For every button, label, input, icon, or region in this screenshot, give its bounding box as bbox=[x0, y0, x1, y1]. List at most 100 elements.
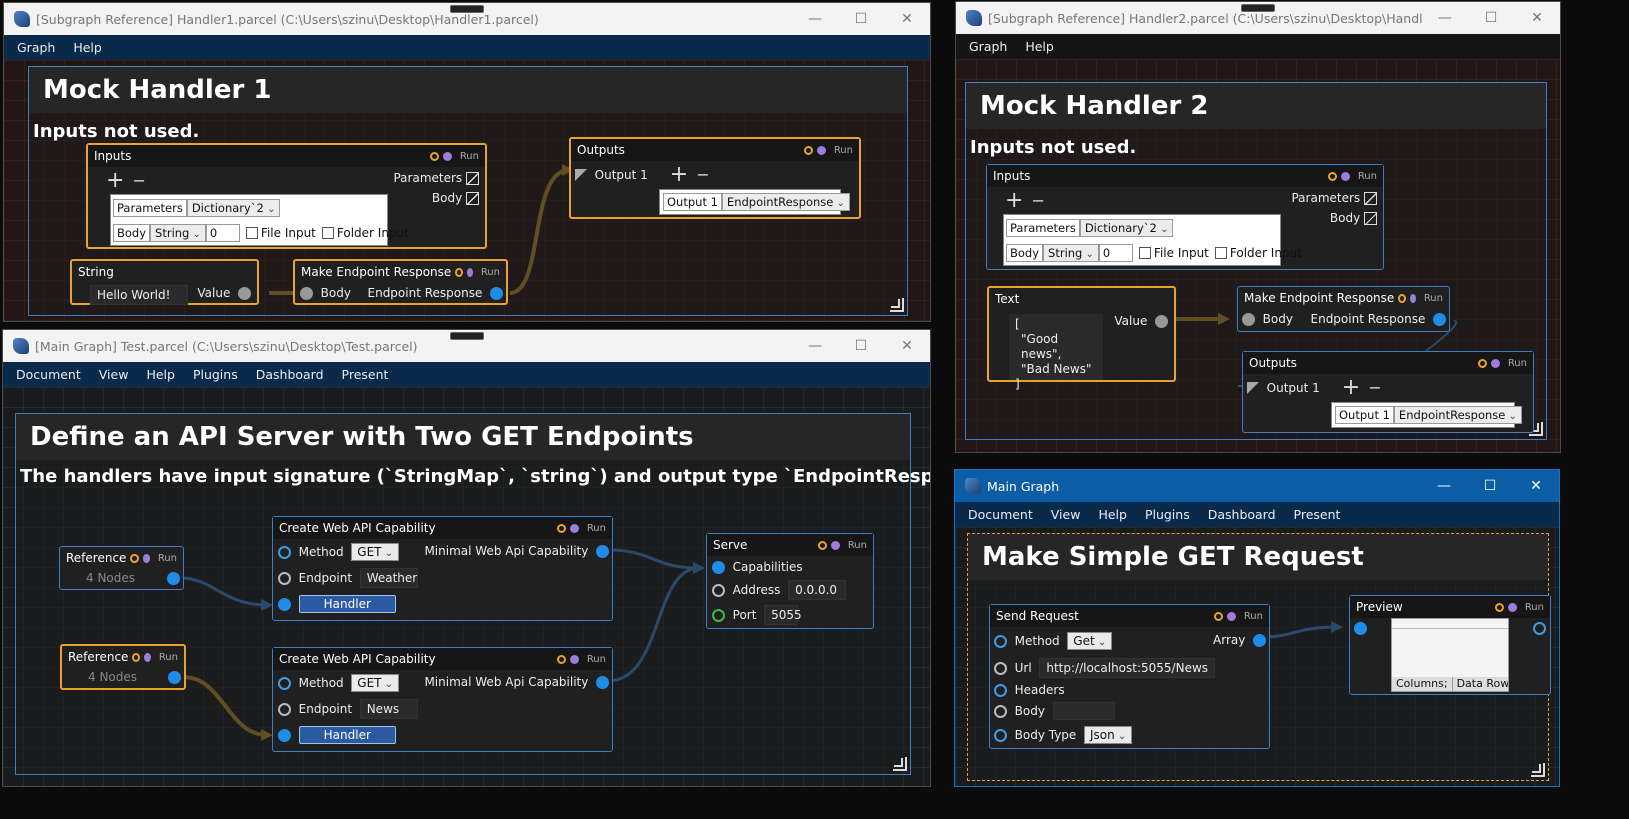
menu-dashboard[interactable]: Dashboard bbox=[255, 367, 324, 382]
type-select[interactable]: Dictionary`2 bbox=[186, 199, 281, 217]
string-value-input[interactable]: Hello World! bbox=[90, 285, 188, 305]
menu-help[interactable]: Help bbox=[1098, 507, 1127, 522]
output-pin[interactable] bbox=[1533, 622, 1546, 635]
add-icon[interactable]: + bbox=[1341, 374, 1361, 400]
run-button[interactable]: Run bbox=[1423, 292, 1443, 304]
resize-grip-icon[interactable] bbox=[1531, 763, 1545, 777]
menu-document[interactable]: Document bbox=[968, 507, 1033, 522]
menu-help[interactable]: Help bbox=[73, 40, 102, 55]
drag-grip[interactable] bbox=[450, 5, 484, 13]
type-select[interactable]: Dictionary`2 bbox=[1079, 219, 1174, 237]
input-pin[interactable] bbox=[278, 597, 291, 611]
run-button[interactable]: Run bbox=[586, 653, 606, 665]
text-value-input[interactable]: [ "Good news", "Bad News" ] bbox=[1009, 314, 1103, 391]
run-button[interactable]: Run bbox=[847, 539, 867, 551]
output-pin[interactable] bbox=[490, 286, 503, 300]
add-icon[interactable]: + bbox=[669, 161, 689, 187]
run-button[interactable]: Run bbox=[833, 144, 853, 156]
folder-input-checkbox[interactable] bbox=[1214, 247, 1227, 259]
node-reference-weather[interactable]: Reference Run 4 Nodes bbox=[59, 546, 184, 590]
run-button[interactable]: Run bbox=[157, 552, 177, 564]
folder-input-checkbox[interactable] bbox=[321, 227, 334, 239]
run-button[interactable]: Run bbox=[1357, 170, 1377, 182]
maximize-icon[interactable]: ☐ bbox=[854, 338, 868, 354]
graph-canvas[interactable]: Make Simple GET Request Send Request Run… bbox=[955, 527, 1559, 786]
run-button[interactable]: Run bbox=[158, 651, 178, 663]
type-select[interactable]: EndpointResponse bbox=[1393, 406, 1522, 424]
menu-plugins[interactable]: Plugins bbox=[1144, 507, 1190, 522]
graph-canvas[interactable]: Mock Handler 2 Inputs not used. Inputs R… bbox=[956, 59, 1560, 452]
output-pin[interactable] bbox=[596, 544, 609, 558]
drag-grip[interactable] bbox=[449, 332, 484, 340]
node-send-request[interactable]: Send Request Run Method Get Array Url ht… bbox=[989, 604, 1270, 749]
input-pin[interactable] bbox=[278, 728, 291, 742]
node-text[interactable]: Text [ "Good news", "Bad News" ] Value bbox=[987, 286, 1176, 391]
handler1-titlebar[interactable]: [Subgraph Reference] Handler1.parcel (C:… bbox=[4, 3, 930, 35]
menu-view[interactable]: View bbox=[1050, 507, 1081, 522]
minimize-icon[interactable]: — bbox=[1437, 478, 1451, 494]
address-input[interactable]: 0.0.0.0 bbox=[788, 580, 847, 600]
input-pin[interactable] bbox=[712, 608, 725, 622]
columns-tab[interactable]: Columns; bbox=[1392, 677, 1453, 691]
preview-table[interactable]: Columns; Data Rows bbox=[1391, 618, 1509, 692]
param-label[interactable]: Body bbox=[113, 224, 151, 242]
input-pin[interactable] bbox=[994, 683, 1007, 697]
input-pin[interactable] bbox=[278, 702, 291, 716]
node-create-web-api-capability-2[interactable]: Create Web API Capability Run Method GET… bbox=[272, 647, 613, 752]
close-icon[interactable]: ✕ bbox=[1531, 10, 1543, 26]
output-pin[interactable] bbox=[1433, 312, 1446, 326]
resize-grip-icon[interactable] bbox=[890, 298, 904, 312]
close-icon[interactable]: ✕ bbox=[1530, 478, 1542, 494]
input-pin[interactable] bbox=[1247, 381, 1259, 394]
input-pin[interactable] bbox=[300, 286, 313, 300]
file-input-checkbox[interactable] bbox=[1138, 247, 1151, 259]
node-string[interactable]: String Hello World! Value bbox=[70, 259, 259, 305]
file-input-checkbox[interactable] bbox=[245, 227, 258, 239]
menu-graph[interactable]: Graph bbox=[17, 40, 56, 55]
input-pin[interactable] bbox=[994, 661, 1007, 675]
rows-tab[interactable]: Data Rows bbox=[1456, 677, 1508, 690]
input-pin[interactable] bbox=[278, 545, 291, 559]
menu-help[interactable]: Help bbox=[1025, 39, 1054, 54]
remove-icon[interactable]: − bbox=[1368, 378, 1382, 397]
input-pin[interactable] bbox=[1242, 312, 1255, 326]
maximize-icon[interactable]: ☐ bbox=[1483, 478, 1497, 494]
param-label[interactable]: Parameters bbox=[1006, 219, 1080, 237]
input-pin[interactable] bbox=[575, 168, 587, 181]
test-titlebar[interactable]: [Main Graph] Test.parcel (C:\Users\szinu… bbox=[3, 330, 930, 362]
input-pin[interactable] bbox=[712, 560, 725, 574]
menu-present[interactable]: Present bbox=[341, 367, 389, 382]
resize-grip-icon[interactable] bbox=[893, 757, 907, 771]
remove-icon[interactable]: − bbox=[1031, 191, 1045, 210]
node-serve[interactable]: Serve Run Capabilities Address 0.0.0.0 P… bbox=[706, 533, 874, 629]
minimize-icon[interactable]: — bbox=[1438, 10, 1452, 26]
node-reference-news[interactable]: Reference Run 4 Nodes bbox=[60, 644, 186, 690]
menu-document[interactable]: Document bbox=[16, 367, 81, 382]
menu-dashboard[interactable]: Dashboard bbox=[1207, 507, 1276, 522]
add-icon[interactable]: + bbox=[1005, 187, 1024, 213]
node-make-endpoint-response[interactable]: Make Endpoint Response Run Body Endpoint… bbox=[1237, 286, 1450, 332]
graph-canvas[interactable]: Mock Handler 1 Inputs not used. Inputs R… bbox=[4, 60, 930, 321]
minimize-icon[interactable]: — bbox=[808, 11, 822, 27]
input-pin[interactable] bbox=[994, 728, 1007, 742]
remove-icon[interactable]: − bbox=[696, 165, 710, 184]
maximize-icon[interactable]: ☐ bbox=[1484, 10, 1498, 26]
graph-canvas[interactable]: Define an API Server with Two GET Endpoi… bbox=[3, 387, 930, 786]
output-pin[interactable] bbox=[167, 572, 180, 585]
output-pin[interactable] bbox=[1253, 633, 1266, 647]
node-make-endpoint-response[interactable]: Make Endpoint Response Run Body Endpoint… bbox=[293, 259, 508, 305]
node-create-web-api-capability-1[interactable]: Create Web API Capability Run Method GET… bbox=[272, 516, 613, 621]
output-pin[interactable] bbox=[1364, 191, 1377, 205]
type-select[interactable]: EndpointResponse bbox=[721, 193, 850, 211]
run-button[interactable]: Run bbox=[586, 522, 606, 534]
run-button[interactable]: Run bbox=[1243, 610, 1263, 622]
input-pin[interactable] bbox=[278, 676, 291, 690]
add-icon[interactable]: + bbox=[106, 167, 125, 193]
param-label[interactable]: Body bbox=[1006, 244, 1044, 262]
handler-button[interactable]: Handler bbox=[298, 595, 396, 613]
default-value-input[interactable]: 0 bbox=[205, 224, 240, 242]
type-select[interactable]: String bbox=[1043, 244, 1099, 262]
output-pin[interactable] bbox=[466, 191, 479, 205]
